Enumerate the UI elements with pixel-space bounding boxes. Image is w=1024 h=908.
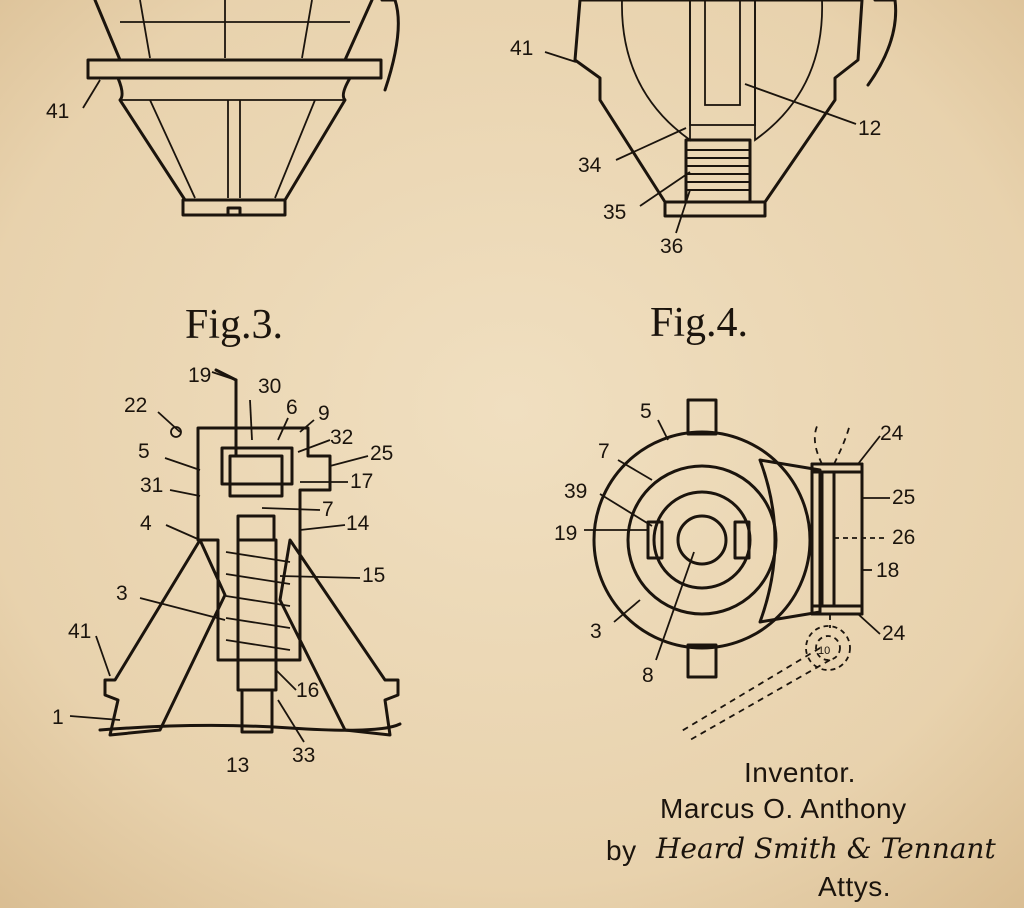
- figure-3-title: Fig.3.: [185, 302, 283, 348]
- figure-4-title: Fig.4.: [650, 300, 748, 346]
- fig3-label-1: 1: [52, 706, 64, 729]
- fig4-label-18: 18: [876, 559, 899, 582]
- fig2-label-12: 12: [858, 117, 881, 140]
- fig4-label-25: 25: [892, 486, 915, 509]
- fig3-label-3: 3: [116, 582, 128, 605]
- fig3-label-16: 16: [296, 679, 319, 702]
- fig3-label-41: 41: [68, 620, 91, 643]
- figure-4-fuse-top-view: 5 7 24 39 25 19 26 18 3 24 8 10: [554, 398, 915, 741]
- figure-2-grenade-section: 41 12 34 35 36: [510, 0, 898, 258]
- attorney-signature: Heard Smith & Tennant: [655, 832, 996, 865]
- fig4-label-26: 26: [892, 526, 915, 549]
- fig2-label-34: 34: [578, 154, 602, 177]
- fig4-label-24-bottom: 24: [882, 622, 906, 645]
- fig4-label-39: 39: [564, 480, 587, 503]
- inventor-heading: Inventor.: [744, 757, 856, 788]
- fig3-label-13: 13: [226, 754, 249, 777]
- fig3-label-4: 4: [140, 512, 152, 535]
- fig3-label-14: 14: [346, 512, 370, 535]
- attorney-by: by: [606, 835, 637, 866]
- fig3-label-19: 19: [188, 364, 211, 387]
- fig2-label-41: 41: [510, 37, 533, 60]
- fig3-label-32: 32: [330, 426, 353, 449]
- fig4-label-10: 10: [818, 645, 830, 657]
- fig4-label-7: 7: [598, 440, 610, 463]
- fig3-label-15: 15: [362, 564, 385, 587]
- fig3-label-6: 6: [286, 396, 298, 419]
- fig2-label-35: 35: [603, 201, 626, 224]
- fig3-label-5: 5: [138, 440, 150, 463]
- fig3-label-31: 31: [140, 474, 163, 497]
- inventor-block: Inventor. Marcus O. Anthony by Heard Smi…: [606, 757, 996, 902]
- fig4-label-5: 5: [640, 400, 652, 423]
- fig3-label-9: 9: [318, 402, 330, 425]
- figure-1-grenade-exterior: 41: [46, 0, 400, 217]
- inventor-name: Marcus O. Anthony: [660, 793, 907, 824]
- fig3-label-30: 30: [258, 375, 281, 398]
- figure-3-fuse-assembly-section: 19 30 22 6 9 32 5 25 31 17 7 4 14 15 3 4…: [52, 364, 402, 777]
- fig2-label-36: 36: [660, 235, 683, 258]
- attorneys-label: Attys.: [818, 871, 891, 902]
- fig4-label-8: 8: [642, 664, 654, 687]
- fig4-label-19: 19: [554, 522, 577, 545]
- fig3-label-25: 25: [370, 442, 393, 465]
- fig4-label-24-top: 24: [880, 422, 904, 445]
- fig3-label-33: 33: [292, 744, 315, 767]
- fig3-label-7: 7: [322, 498, 334, 521]
- fig3-label-22: 22: [124, 394, 147, 417]
- fig3-label-17: 17: [350, 470, 373, 493]
- fig4-label-3: 3: [590, 620, 602, 643]
- fig1-label-41: 41: [46, 100, 69, 123]
